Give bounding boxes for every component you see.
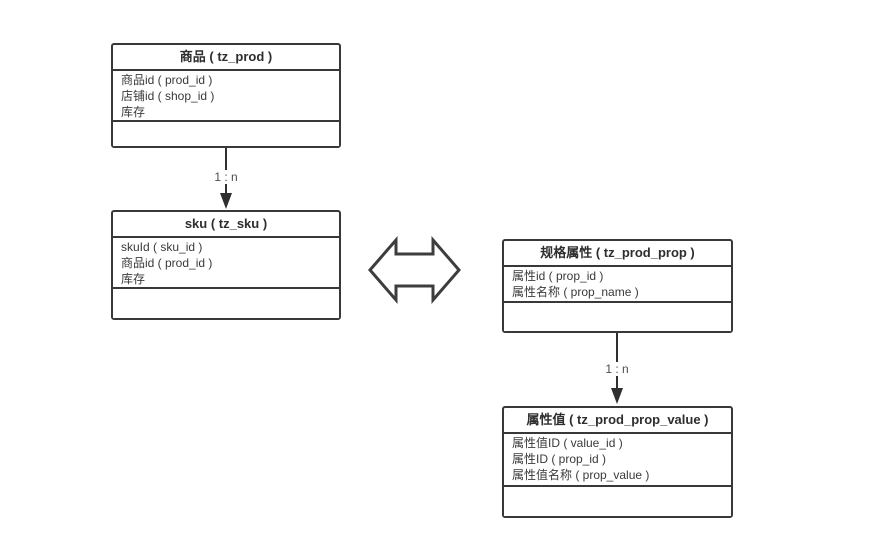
entity-field: 属性值ID ( value_id ) [512,436,623,450]
entity-field: 店铺id ( shop_id ) [121,89,215,103]
entity-sku-title: sku ( tz_sku ) [113,212,339,238]
relation-label-prop-propvalue: 1 : n [602,362,632,376]
entity-prod-prop-value-fields: 属性值ID ( value_id ) 属性ID ( prop_id ) 属性值名… [504,434,731,487]
entity-prod-prop-value-footer [504,487,731,516]
entity-field: 商品id ( prod_id ) [121,256,213,270]
relation-label-prod-sku: 1 : n [211,170,241,184]
entity-field: 属性id ( prop_id ) [512,269,604,283]
double-arrow-icon [368,235,461,305]
entity-prod: 商品 ( tz_prod ) 商品id ( prod_id ) 店铺id ( s… [111,43,341,148]
entity-prod-prop-fields: 属性id ( prop_id ) 属性名称 ( prop_name ) [504,267,731,303]
entity-prod-footer [113,122,339,146]
entity-prod-title: 商品 ( tz_prod ) [113,45,339,71]
entity-prod-prop-title: 规格属性 ( tz_prod_prop ) [504,241,731,267]
entity-field: 库存 [121,105,146,119]
entity-prod-prop-value-title: 属性值 ( tz_prod_prop_value ) [504,408,731,434]
entity-field: 属性值名称 ( prop_value ) [512,468,650,482]
entity-field: skuId ( sku_id ) [121,240,203,254]
entity-sku-fields: skuId ( sku_id ) 商品id ( prod_id ) 库存 [113,238,339,289]
entity-field: 属性名称 ( prop_name ) [512,285,639,299]
entity-field: 属性ID ( prop_id ) [512,452,607,466]
entity-prod-prop-footer [504,303,731,331]
entity-sku-footer [113,289,339,318]
entity-field: 商品id ( prod_id ) [121,73,213,87]
entity-prod-prop-value: 属性值 ( tz_prod_prop_value ) 属性值ID ( value… [502,406,733,518]
entity-prod-fields: 商品id ( prod_id ) 店铺id ( shop_id ) 库存 [113,71,339,122]
entity-sku: sku ( tz_sku ) skuId ( sku_id ) 商品id ( p… [111,210,341,320]
entity-prod-prop: 规格属性 ( tz_prod_prop ) 属性id ( prop_id ) 属… [502,239,733,333]
entity-field: 库存 [121,272,146,286]
